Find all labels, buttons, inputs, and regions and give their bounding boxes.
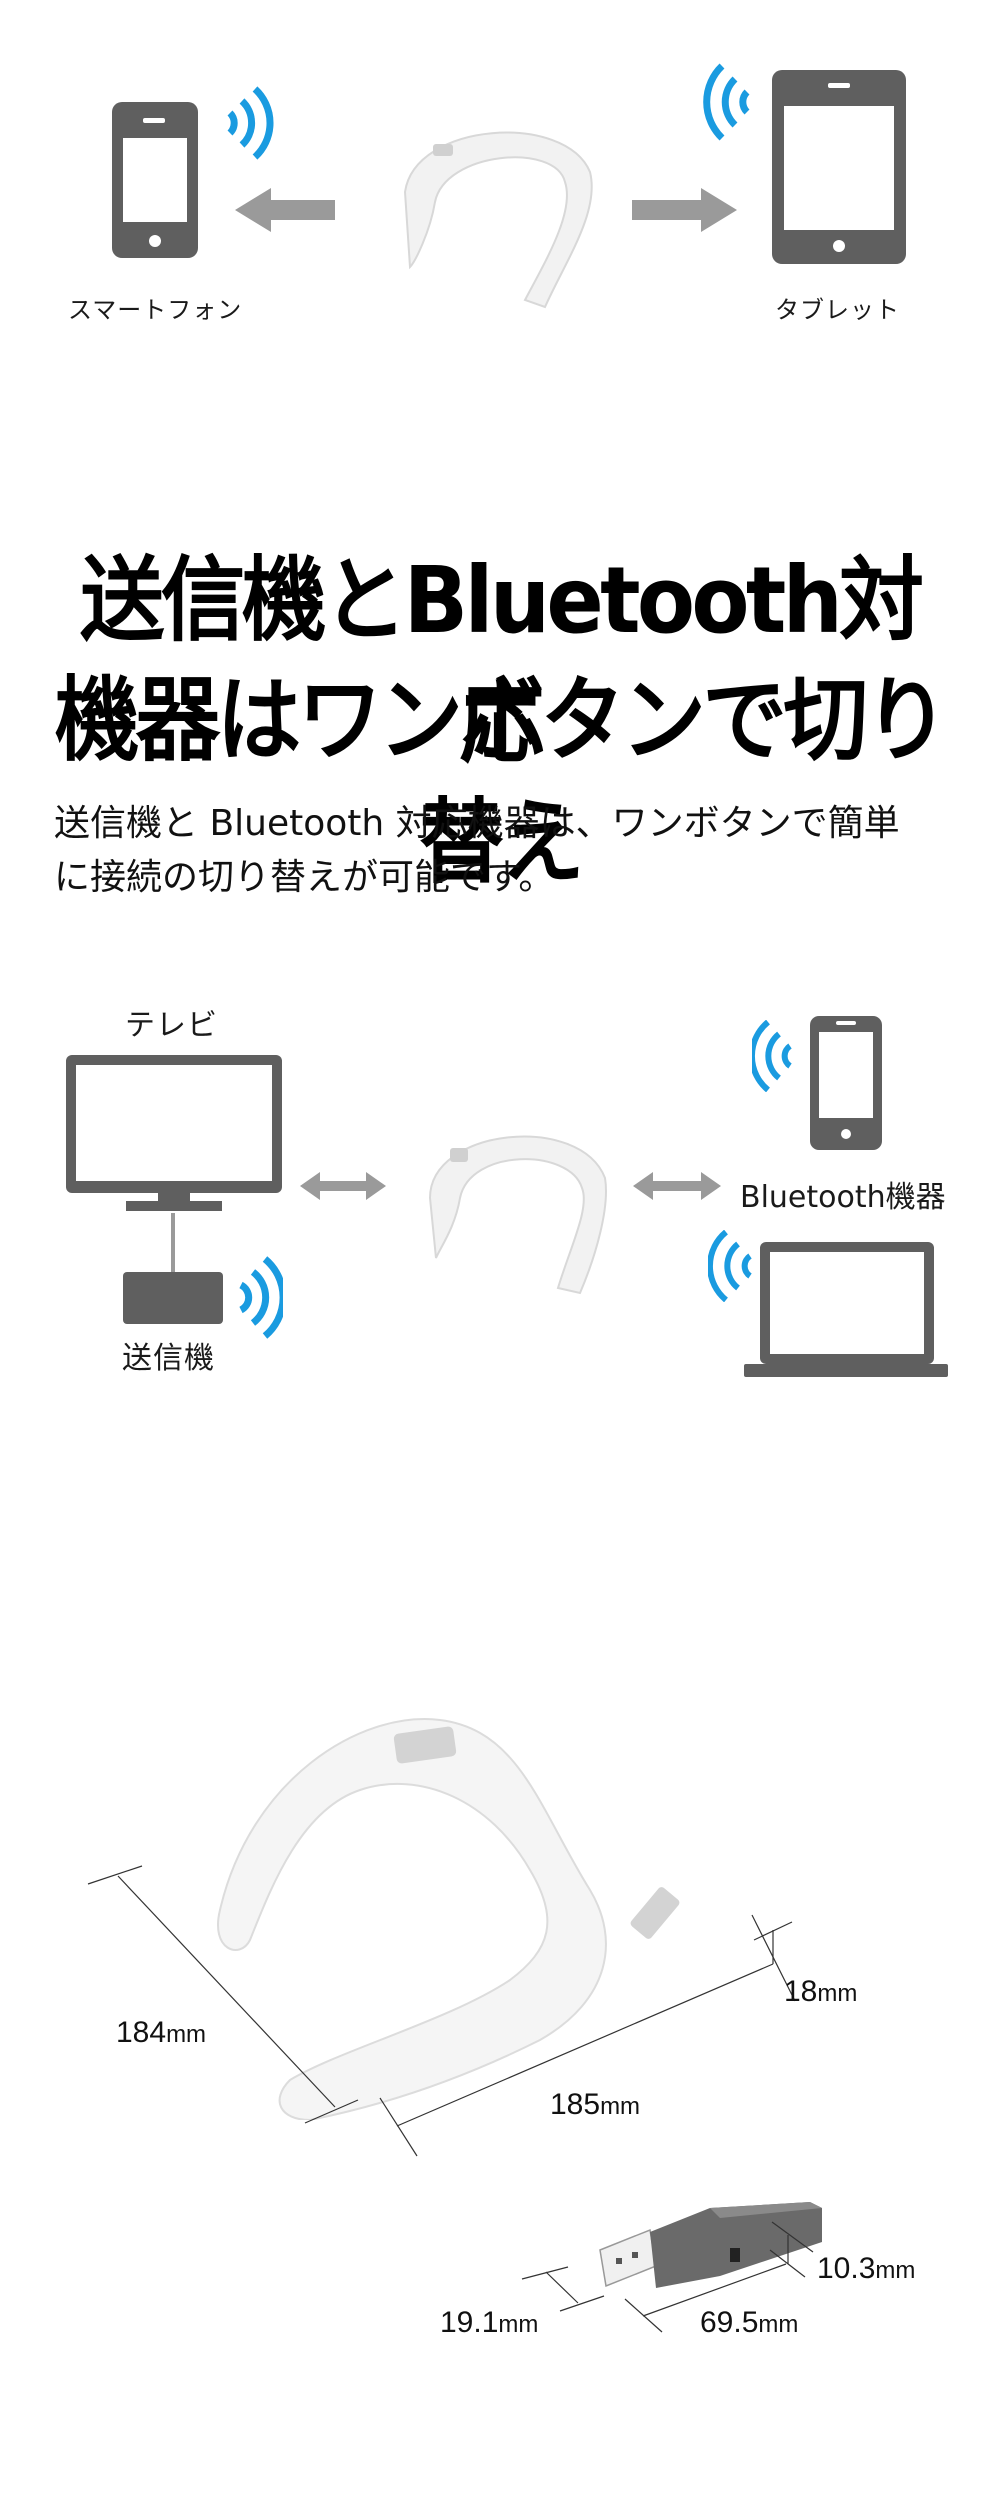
- arrow-left-icon: [235, 188, 335, 232]
- tv-label: テレビ: [125, 1008, 218, 1043]
- double-arrow-icon: [633, 1172, 721, 1200]
- connection-line: [171, 1213, 175, 1293]
- wireless-waves-icon: [752, 1020, 796, 1092]
- speaker-width-dimension: 185mm: [550, 2088, 641, 2121]
- neck-speaker-image: [385, 112, 605, 312]
- transmitter-width-dimension: 19.1mm: [440, 2306, 539, 2339]
- laptop-icon: [744, 1240, 948, 1378]
- headline-line-1: 送信機とBluetooth対応: [79, 547, 924, 776]
- bluetooth-device-label: Bluetooth機器: [740, 1180, 946, 1215]
- smartphone-icon: [110, 100, 200, 260]
- tablet-label: タブレット: [775, 296, 900, 324]
- smartphone-label: スマートフォン: [68, 296, 243, 324]
- wireless-waves-icon: [222, 85, 277, 160]
- speaker-height-dimension: 18mm: [784, 1975, 858, 2008]
- smartphone-icon: [808, 1014, 884, 1154]
- transmitter-length-dimension: 69.5mm: [700, 2306, 799, 2339]
- transmitter-icon: [123, 1272, 223, 1324]
- dimension-lines: [87, 1865, 796, 2157]
- speaker-depth-dimension: 184mm: [116, 2016, 207, 2049]
- headline-line-2: 機器はワンボタンで切り替え: [54, 667, 949, 896]
- double-arrow-icon: [300, 1172, 386, 1200]
- neck-speaker-large-image: [190, 1700, 750, 2120]
- transmitter-height-dimension: 10.3mm: [817, 2252, 916, 2285]
- tablet-icon: [770, 68, 908, 266]
- wireless-waves-icon: [700, 62, 755, 142]
- usb-transmitter-image: [590, 2200, 830, 2300]
- wireless-waves-icon: [235, 1255, 283, 1340]
- transmitter-label: 送信機: [122, 1341, 215, 1376]
- neck-speaker-image: [410, 1108, 610, 1298]
- transmitter-dimension-lines: [521, 2221, 814, 2333]
- description-line-2: に接続の切り替えが可能です。: [54, 857, 555, 898]
- arrow-right-icon: [632, 188, 737, 232]
- tv-icon: [64, 1053, 284, 1213]
- wireless-waves-icon: [708, 1230, 756, 1302]
- description-line-1: 送信機と Bluetooth 対応機器は、ワンボタンで簡単: [54, 803, 900, 844]
